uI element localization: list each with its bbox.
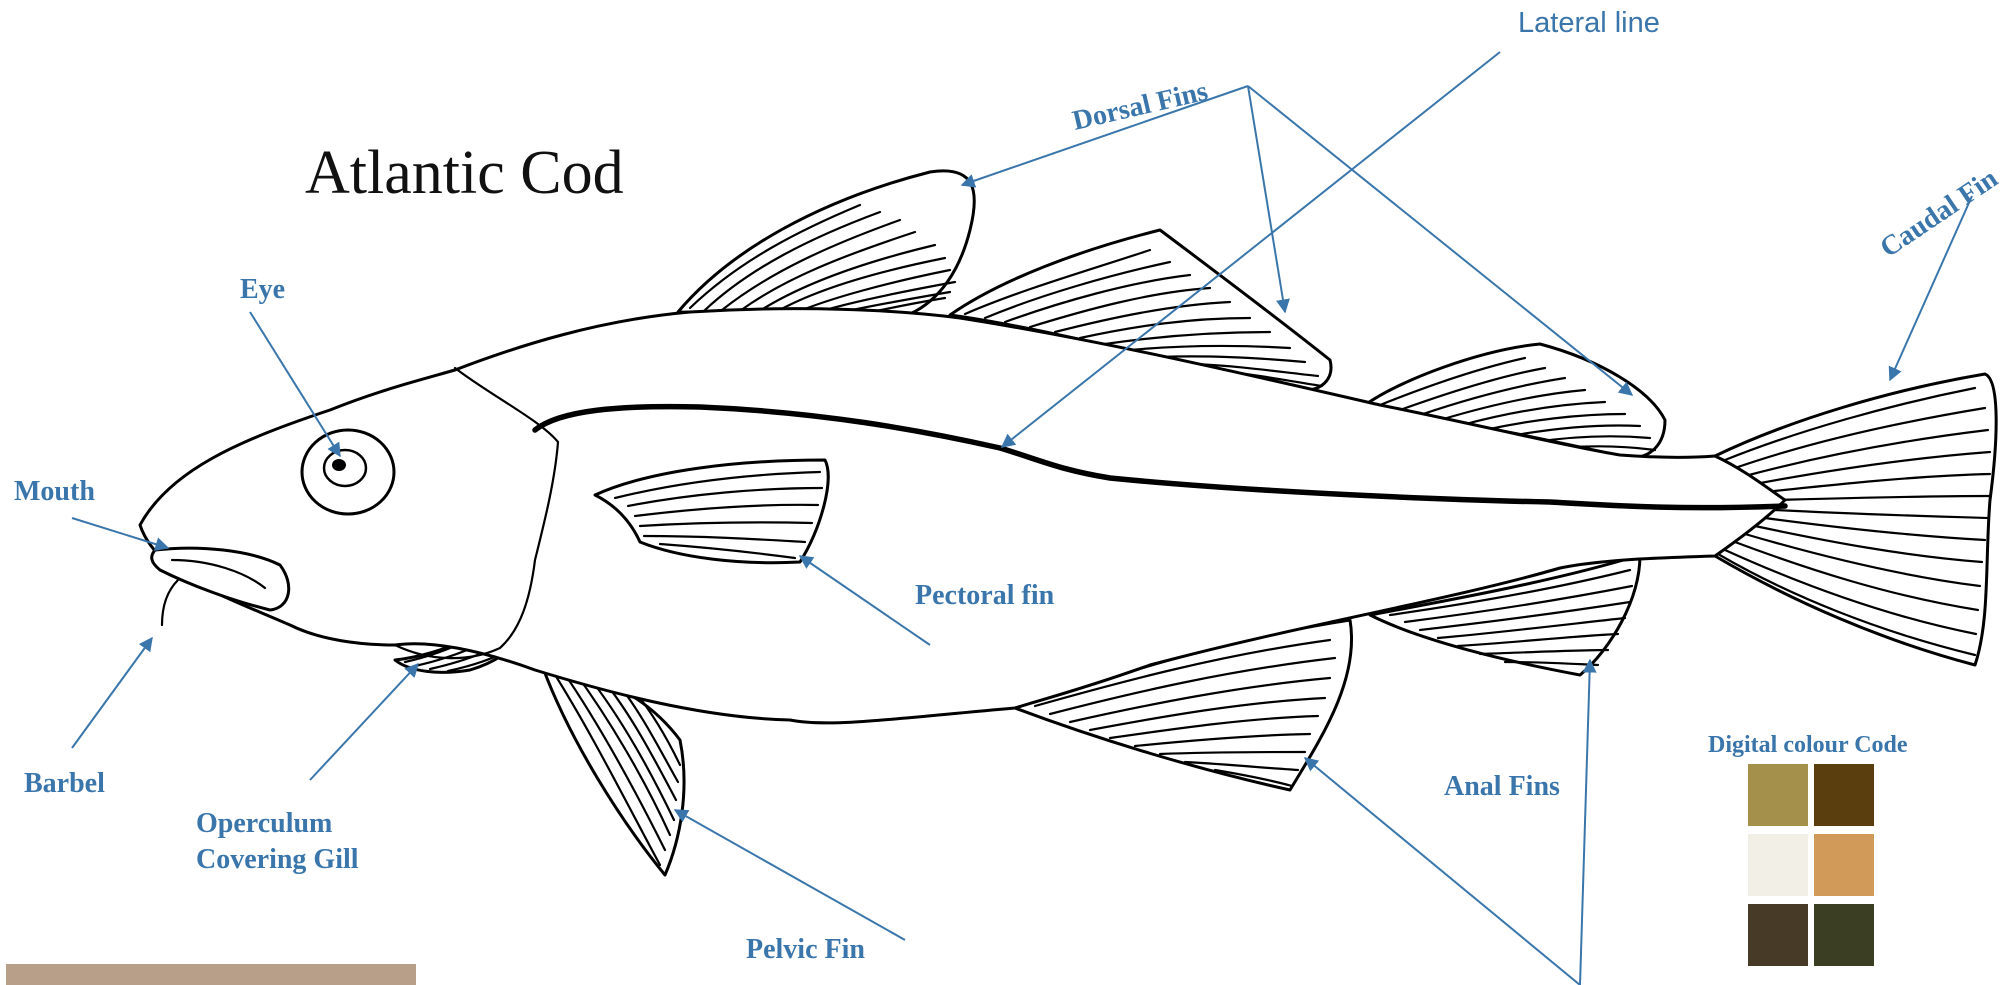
label-anal-fins: Anal Fins (1444, 771, 1560, 802)
label-lateral-line: Lateral line (1518, 7, 1660, 39)
label-barbel: Barbel (24, 768, 105, 799)
label-pelvic-fin: Pelvic Fin (746, 934, 865, 965)
colour-swatch-4 (1814, 834, 1874, 896)
label-operculum-line2: Covering Gill (196, 844, 359, 875)
colour-swatch-6 (1814, 904, 1874, 966)
colour-swatch-3 (1748, 834, 1808, 896)
first-dorsal-fin (678, 171, 974, 314)
digital-colour-code: Digital colour Code (1708, 732, 1908, 966)
colour-swatch-2 (1814, 764, 1874, 826)
cod-eye (302, 430, 394, 514)
label-pectoral-fin: Pectoral fin (915, 580, 1055, 611)
colour-swatch-5 (1748, 904, 1808, 966)
label-eye: Eye (240, 274, 285, 305)
label-operculum-line1: Operculum (196, 808, 332, 839)
label-mouth: Mouth (14, 476, 95, 507)
label-dorsal-fins: Dorsal Fins (1070, 76, 1211, 137)
footer-bar (6, 964, 416, 985)
colour-swatch-1 (1748, 764, 1808, 826)
diagram-title: Atlantic Cod (305, 139, 624, 207)
colour-code-title: Digital colour Code (1708, 732, 1908, 758)
label-caudal-fin: Caudal Fin (1875, 163, 2004, 264)
